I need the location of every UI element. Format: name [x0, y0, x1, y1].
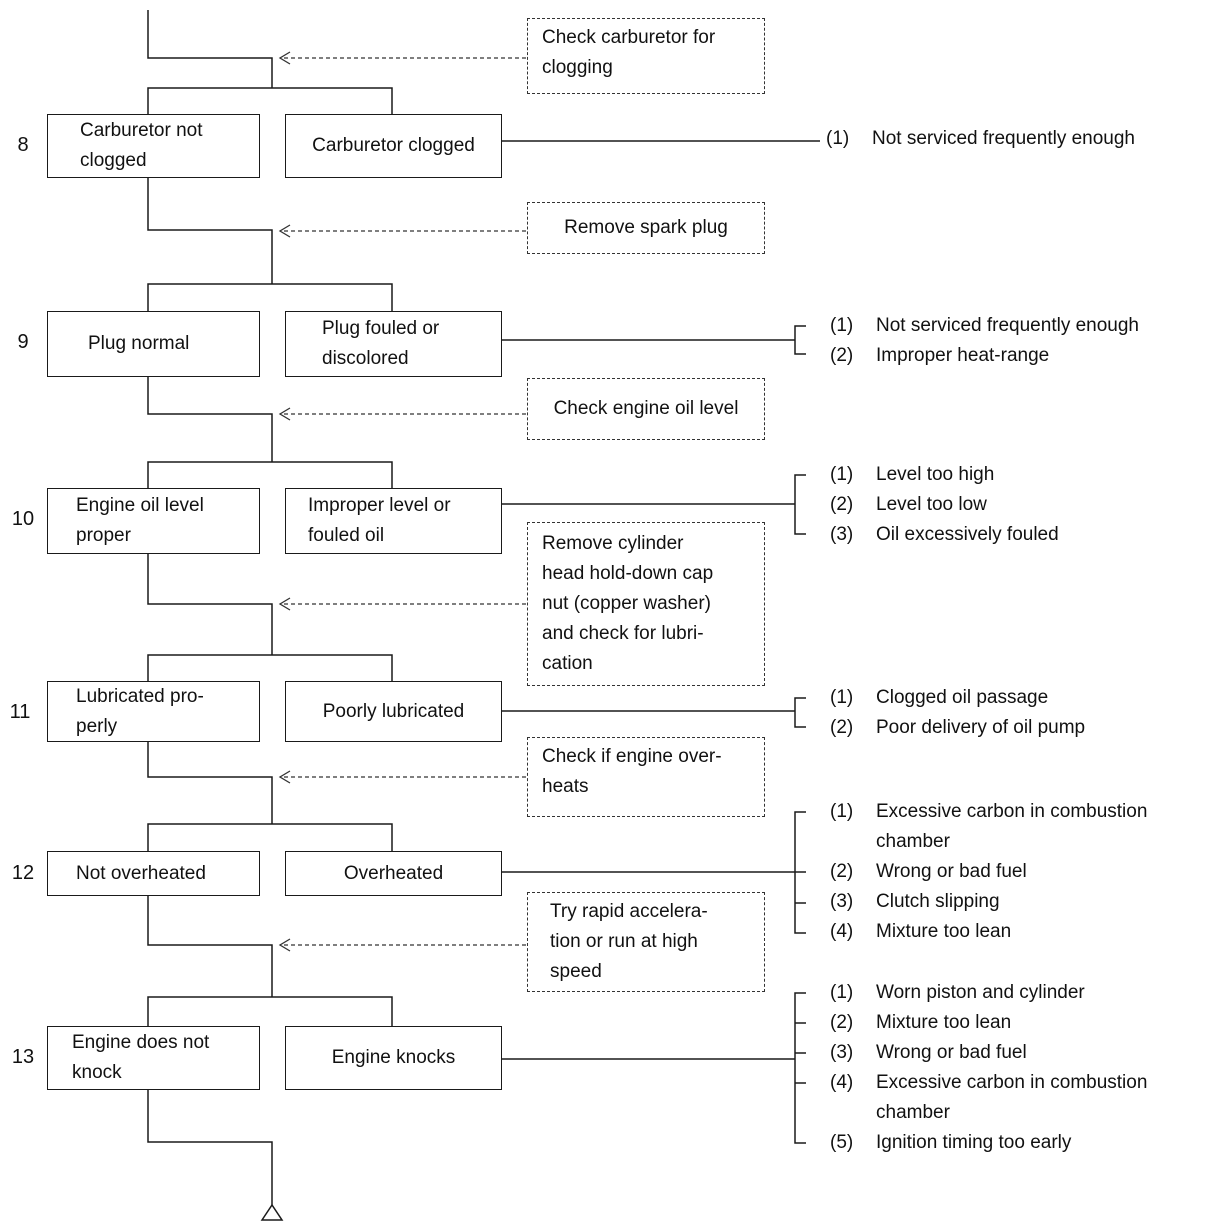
cause-bracket [794, 325, 806, 355]
cause-item: (2)Wrong or bad fuel [830, 861, 1027, 882]
arrowhead [278, 770, 291, 784]
cause-item: (1)Not serviced frequently enough [830, 315, 1139, 336]
check-box-step-12: Check if engine over- heats [527, 737, 765, 817]
cause-item: (4)Mixture too lean [830, 921, 1012, 942]
cause-item: (2)Poor delivery of oil pump [830, 717, 1086, 738]
cause-item: (3)Wrong or bad fuel [830, 1042, 1027, 1063]
cause-item: (2)Mixture too lean [830, 1012, 1012, 1033]
continuation-triangle [260, 1203, 284, 1221]
ok-box-step-12: Not overheated [47, 851, 260, 896]
cause-bracket [794, 811, 806, 934]
arrowhead [278, 407, 291, 421]
fault-box-step-10: Improper level or fouled oil [285, 488, 502, 554]
branch-line [147, 87, 393, 114]
arrowhead [278, 224, 291, 238]
ok-box-step-9: Plug normal [47, 311, 260, 377]
cause-list-step-13: (1)Worn piston and cylinder (2)Mixture t… [830, 978, 1147, 1158]
cause-item: (1)Not serviced frequently enough [826, 128, 1135, 149]
cause-bracket [794, 474, 806, 535]
branch-line [147, 283, 393, 311]
branch-line [147, 654, 393, 681]
fault-box-step-12: Overheated [285, 851, 502, 896]
cause-list-step-9: (1)Not serviced frequently enough (2)Imp… [830, 311, 1139, 371]
cause-item: (1)Clogged oil passage [830, 687, 1049, 708]
ok-box-step-10: Engine oil level proper [47, 488, 260, 554]
flow-line [147, 178, 273, 284]
cause-item: (2)Improper heat-range [830, 345, 1050, 366]
fault-box-step-8: Carburetor clogged [285, 114, 502, 178]
ok-box-step-11: Lubricated pro- perly [47, 681, 260, 742]
arrowhead [278, 938, 291, 952]
check-box-step-13: Try rapid accelera- tion or run at high … [527, 892, 765, 992]
ok-box-step-8: Carburetor not clogged [47, 114, 260, 178]
step-number: 9 [17, 331, 29, 353]
cause-list-step-10: (1)Level too high (2)Level too low (3)Oi… [830, 460, 1059, 550]
step-number: 11 [9, 701, 31, 723]
cause-bracket [794, 697, 806, 728]
cause-list-step-8: (1)Not serviced frequently enough [826, 124, 1135, 154]
cause-bracket [794, 992, 806, 1144]
cause-item: (3)Clutch slipping [830, 891, 1000, 912]
cause-item: (3)Oil excessively fouled [830, 524, 1059, 545]
step-number: 10 [11, 508, 35, 530]
cause-item: (2)Level too low [830, 494, 987, 515]
check-box-step-11: Remove cylinder head hold-down cap nut (… [527, 522, 765, 686]
arrowhead [278, 597, 291, 611]
check-box-step-8: Check carburetor for clogging [527, 18, 765, 94]
cause-item: (1)Level too high [830, 464, 995, 485]
flow-line [147, 10, 273, 88]
fault-box-step-9: Plug fouled or discolored [285, 311, 502, 377]
check-box-step-9: Remove spark plug [527, 202, 765, 254]
flow-line [147, 376, 273, 462]
step-number: 13 [11, 1046, 35, 1068]
flow-line [147, 742, 273, 824]
step-number: 12 [11, 862, 35, 884]
fault-box-step-11: Poorly lubricated [285, 681, 502, 742]
branch-line [147, 823, 393, 851]
flow-line [147, 896, 273, 997]
flow-line [147, 554, 273, 655]
fault-box-step-13: Engine knocks [285, 1026, 502, 1090]
cause-item: (1)Worn piston and cylinder [830, 982, 1085, 1003]
flow-line [147, 1090, 273, 1205]
branch-line [147, 461, 393, 488]
check-box-step-10: Check engine oil level [527, 378, 765, 440]
ok-box-step-13: Engine does not knock [47, 1026, 260, 1090]
branch-line [147, 996, 393, 1026]
step-number: 8 [17, 134, 29, 156]
cause-list-step-11: (1)Clogged oil passage (2)Poor delivery … [830, 683, 1085, 743]
arrowhead [278, 51, 291, 65]
cause-item: (5)Ignition timing too early [830, 1132, 1072, 1153]
